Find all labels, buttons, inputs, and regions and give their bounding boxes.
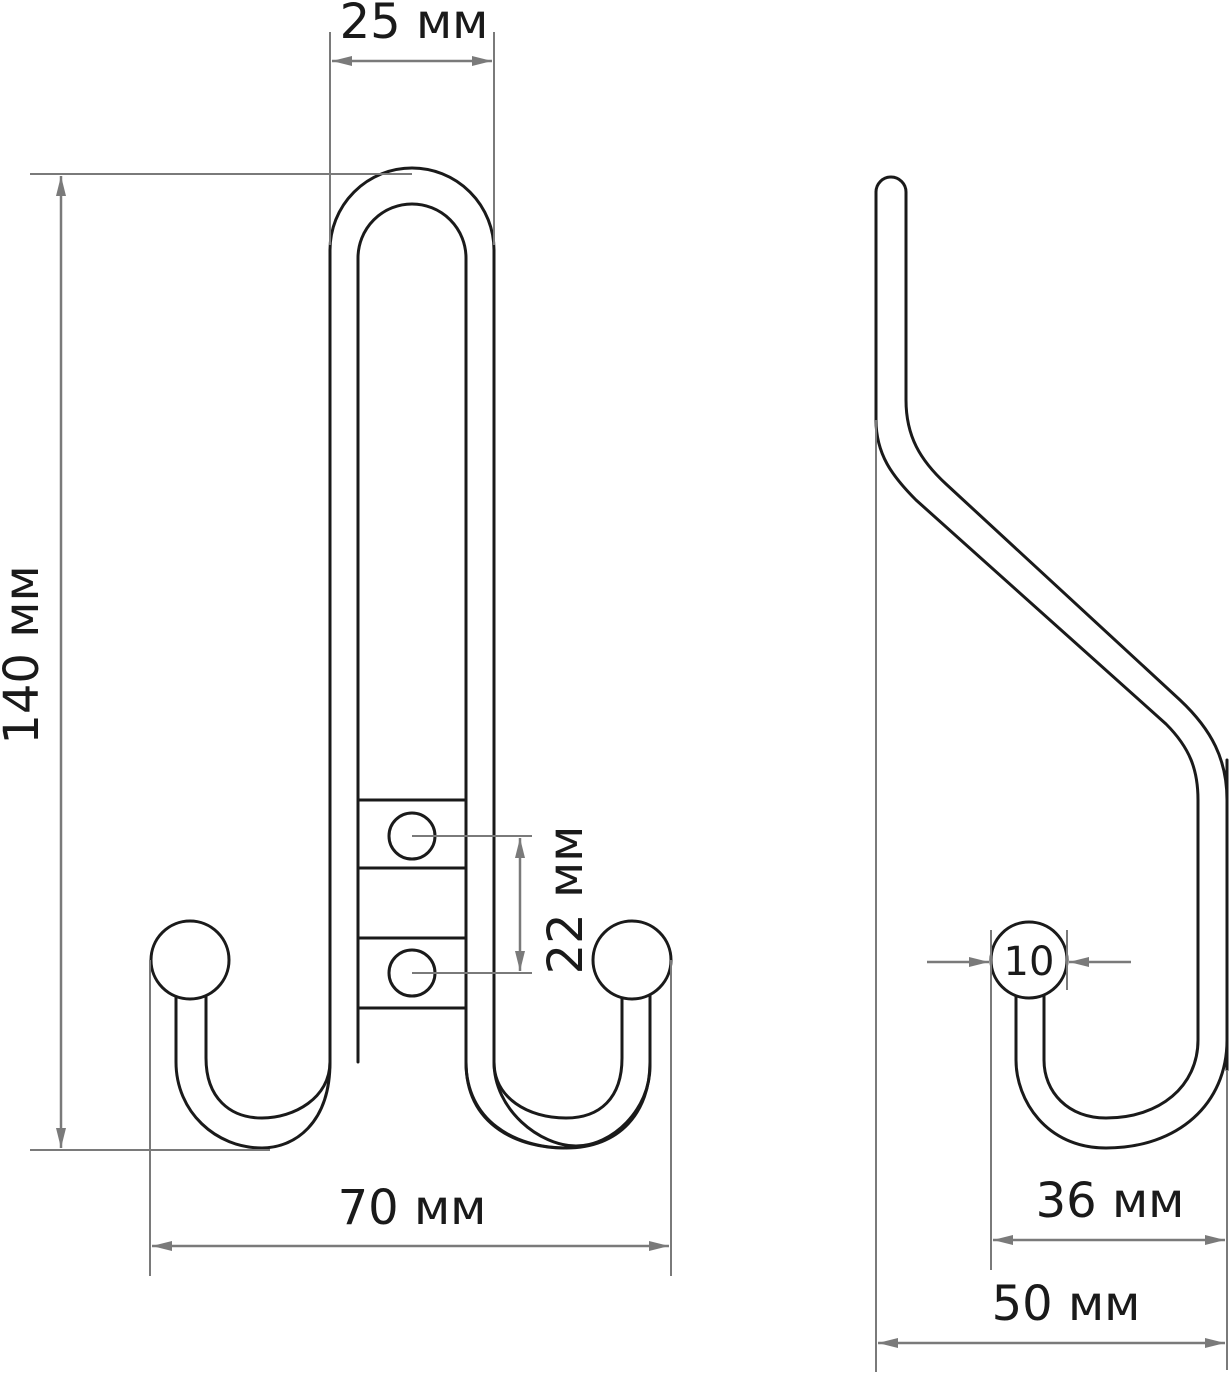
- dimension-height: 140 мм: [0, 173, 412, 1151]
- front-knob-left: [149, 919, 231, 1001]
- dimension-front-width-label: 70 мм: [338, 1180, 487, 1236]
- dimension-front-width: 70 мм: [149, 960, 672, 1276]
- dimension-hook-depth-label: 36 мм: [1036, 1173, 1185, 1229]
- dimension-top-width-label: 25 мм: [340, 0, 489, 50]
- dimension-side-depth: 50 мм: [875, 420, 1225, 1372]
- dimension-knob-diameter: 10: [927, 930, 1131, 990]
- front-hook-right-inner: [492, 993, 624, 1120]
- front-view: [149, 166, 673, 1150]
- side-hook-outer: [874, 175, 1229, 1150]
- front-hook-left-inner: [204, 993, 332, 1120]
- front-hook-outer-outline: [328, 166, 652, 1148]
- dimension-hole-spacing-label: 22 мм: [538, 826, 594, 975]
- front-hook-right-outer: [464, 993, 652, 1150]
- side-hook-inner: [874, 190, 1200, 1120]
- side-view: [874, 175, 1229, 1150]
- dimension-top-width: 25 мм: [329, 0, 495, 245]
- dimension-knob-diameter-label: 10: [1004, 939, 1055, 985]
- dimension-side-depth-label: 50 мм: [992, 1276, 1141, 1332]
- dimension-hole-spacing: 22 мм: [412, 826, 594, 975]
- dimension-height-label: 140 мм: [0, 565, 50, 744]
- front-knob-right: [591, 919, 673, 1001]
- front-hook-left-outer: [174, 993, 332, 1150]
- dimension-hook-depth: 36 мм: [990, 960, 1228, 1370]
